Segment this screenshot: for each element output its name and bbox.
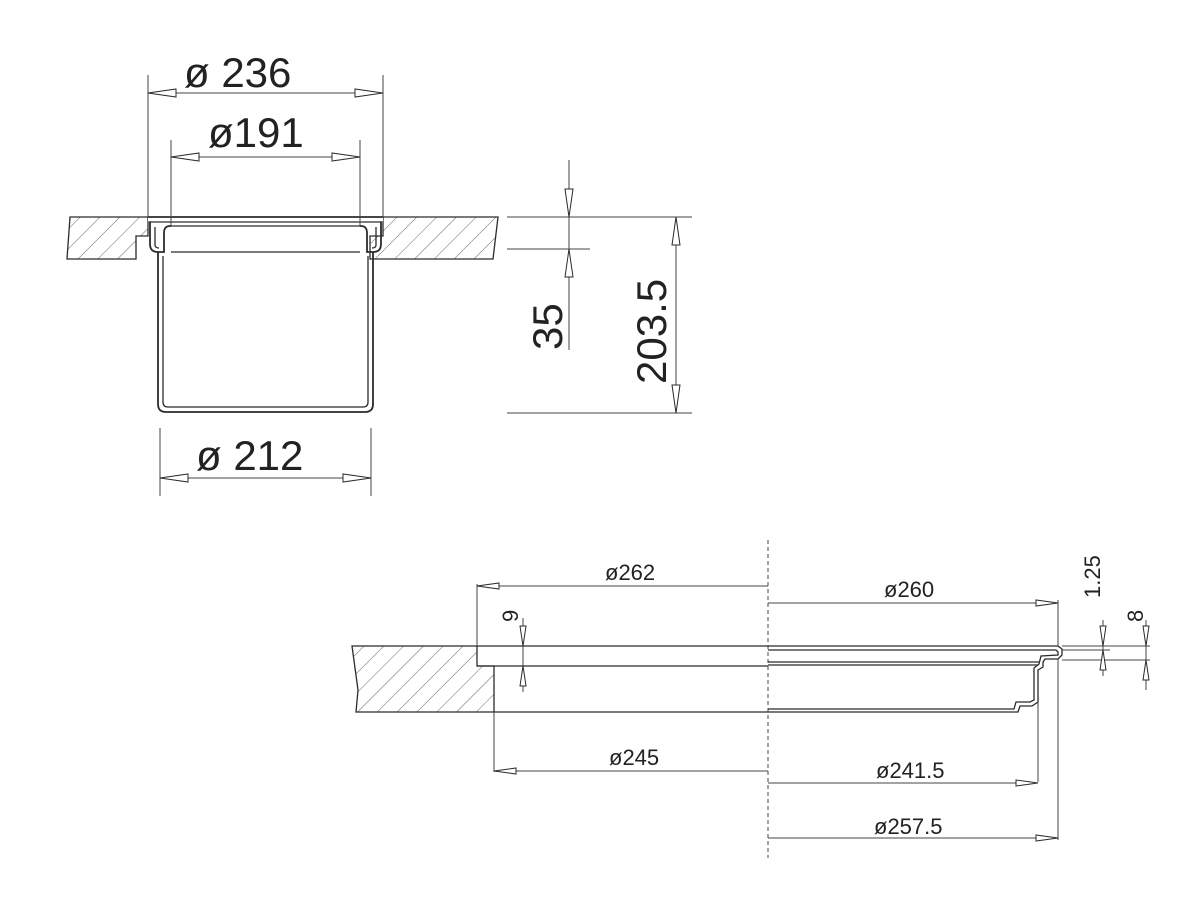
countertop-left (66, 216, 149, 260)
dim-right-top-diameter: ø260 (884, 577, 934, 602)
dim-rim-thickness: 1.25 (1080, 555, 1105, 598)
dim-outer-diameter: ø 236 (184, 49, 291, 96)
lower-section-view: ø262 ø245 ø260 ø241.5 ø257.5 9 1.25 8 (351, 540, 1150, 858)
dim-flange-height: 35 (524, 303, 571, 350)
dim-total-height: 203.5 (628, 279, 675, 384)
dim-bottom-diameter: ø 212 (196, 432, 303, 479)
dim-inner-diameter: ø191 (208, 109, 304, 156)
dim-right-bottom-diameter: ø257.5 (874, 814, 943, 839)
dim-rim-height: 8 (1123, 610, 1148, 622)
upper-elevation-view: ø 236 ø191 ø 212 35 203.5 (66, 49, 692, 496)
dim-recess-depth: 9 (498, 610, 523, 622)
dim-left-top-diameter: ø262 (605, 560, 655, 585)
dim-right-mid-diameter: ø241.5 (876, 758, 945, 783)
countertop-section (351, 645, 495, 713)
dim-left-bottom-diameter: ø245 (609, 745, 659, 770)
countertop-right (369, 216, 499, 260)
